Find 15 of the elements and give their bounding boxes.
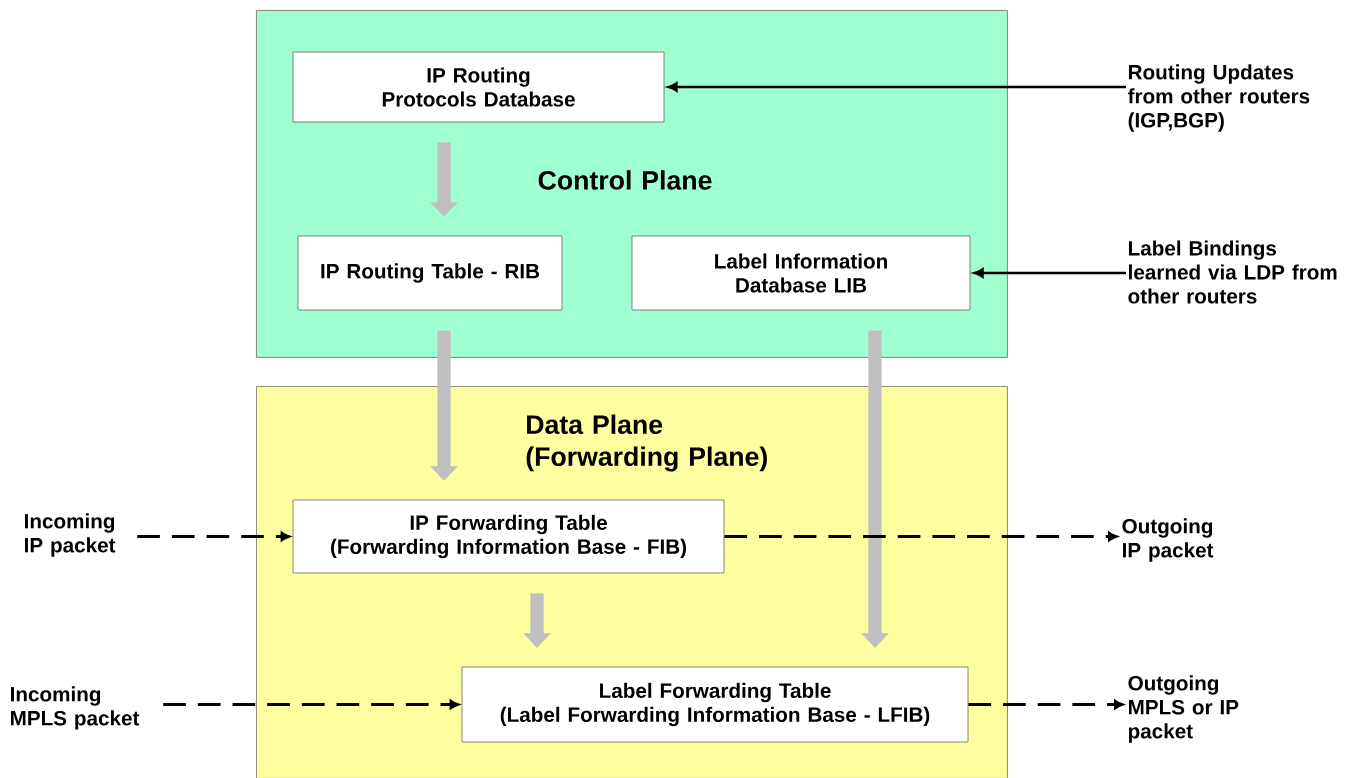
arrow <box>667 82 1126 92</box>
side-label: Incoming IP packet <box>25 513 116 557</box>
arrow <box>968 699 1124 710</box>
side-label: Label Bindings learned via LDP from other routers <box>1128 240 1337 304</box>
side-label: Outgoing IP packet <box>1122 518 1214 562</box>
table-box: IP Routing Protocols Database <box>292 51 665 123</box>
table-box: IP Routing Table - RIB <box>297 235 563 311</box>
table-box: IP Forwarding Table (Forwarding Information Base - FIB) <box>292 499 725 574</box>
table-box: Label Information Database LIB <box>631 235 971 311</box>
side-label: Routing Updates from other routers (IGP,BGP) <box>1127 64 1310 132</box>
arrow <box>724 531 1118 542</box>
side-label: Incoming MPLS packet <box>11 686 140 730</box>
table-box: Label Forwarding Table (Label Forwarding Information Base - LFIB) <box>461 666 969 743</box>
arrow <box>973 268 1126 278</box>
side-label: Outgoing MPLS or IP packet <box>1128 675 1239 743</box>
